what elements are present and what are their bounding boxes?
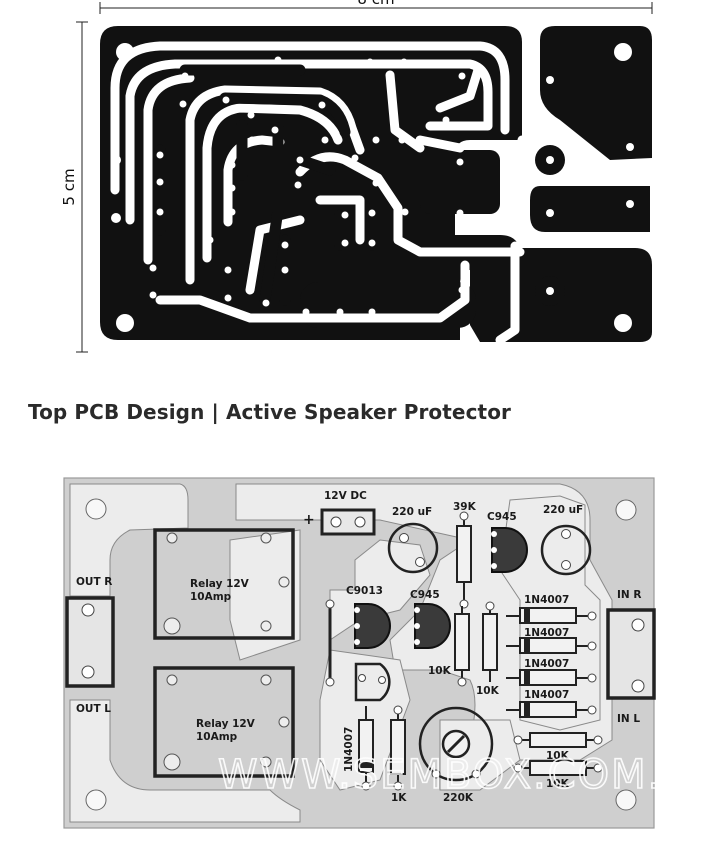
diode-1: 1N4007 bbox=[506, 594, 597, 624]
t2-label: C9013 bbox=[346, 585, 383, 597]
diode-5-vertical: 1N4007 bbox=[343, 706, 374, 791]
output-connector: OUT R OUT L bbox=[65, 576, 115, 715]
capacitor-2: 220 uF bbox=[540, 504, 592, 576]
r10k-b-label: 10K bbox=[476, 685, 500, 697]
relay-lower: Relay 12V 10Amp bbox=[153, 666, 295, 778]
r39k-label: 39K bbox=[453, 501, 477, 513]
relay-upper-label-1: Relay 12V bbox=[190, 578, 250, 590]
in-l-label: IN L bbox=[617, 713, 640, 725]
in-r-label: IN R bbox=[617, 589, 641, 601]
copper-board bbox=[100, 26, 657, 345]
power-label: 12V DC bbox=[324, 490, 367, 502]
d5-label: 1N4007 bbox=[343, 727, 355, 772]
r1k-label: 1K bbox=[391, 792, 407, 804]
out-l-label: OUT L bbox=[76, 703, 111, 715]
resistor-10k-c: 10K bbox=[513, 732, 603, 762]
board-outline bbox=[63, 477, 655, 829]
d4-label: 1N4007 bbox=[524, 689, 569, 701]
t3-label: C945 bbox=[410, 589, 440, 601]
resistor-39k: 39K bbox=[453, 501, 477, 609]
capacitor-1: 220 uF bbox=[387, 506, 439, 574]
transistor-c9013: C9013 bbox=[346, 585, 391, 649]
transistor-c945-top: C945 bbox=[487, 511, 528, 573]
pcb-copper-layout: 8 cm 5 cm bbox=[60, 0, 657, 353]
diode-4: 1N4007 bbox=[506, 689, 597, 718]
figure-caption: Top PCB Design | Active Speaker Protecto… bbox=[28, 400, 512, 424]
resistor-10k-b: 10K bbox=[476, 601, 500, 697]
height-dimension: 5 cm bbox=[60, 21, 88, 353]
resistor-10k-a: 10K bbox=[428, 606, 470, 687]
transistor-c945-mid: C945 bbox=[410, 589, 451, 649]
out-r-label: OUT R bbox=[76, 576, 112, 588]
trimmer-220k: 220K bbox=[418, 706, 494, 804]
d2-label: 1N4007 bbox=[524, 627, 569, 639]
width-dimension-label: 8 cm bbox=[357, 0, 394, 8]
r10k-c-label: 10K bbox=[546, 750, 570, 762]
resistor-1k: 1K bbox=[390, 705, 407, 804]
r10k-d-label: 10K bbox=[546, 778, 570, 790]
height-dimension-label: 5 cm bbox=[60, 168, 78, 205]
relay-lower-label-1: Relay 12V bbox=[196, 718, 256, 730]
input-connector: IN R IN L bbox=[606, 589, 656, 725]
width-dimension: 8 cm bbox=[99, 0, 653, 14]
t1-label: C945 bbox=[487, 511, 517, 523]
watermark: WWW.SEMBOX.COM.BR bbox=[218, 752, 720, 798]
d3-label: 1N4007 bbox=[524, 658, 569, 670]
r10k-a-label: 10K bbox=[428, 665, 452, 677]
cap1-label: 220 uF bbox=[392, 506, 432, 518]
relay-lower-label-2: 10Amp bbox=[196, 731, 238, 743]
diode-3: 1N4007 bbox=[506, 658, 597, 686]
transistor-lower bbox=[354, 662, 391, 702]
cap2-label: 220 uF bbox=[543, 504, 583, 516]
diode-2: 1N4007 bbox=[506, 627, 597, 654]
relay-upper: Relay 12V 10Amp bbox=[153, 528, 295, 640]
pot-label: 220K bbox=[443, 792, 474, 804]
plus-label: + bbox=[303, 512, 315, 528]
power-header: 12V DC + bbox=[303, 490, 376, 536]
resistor-10k-d: 10K bbox=[513, 760, 603, 790]
relay-upper-label-2: 10Amp bbox=[190, 591, 232, 603]
d1-label: 1N4007 bbox=[524, 594, 569, 606]
